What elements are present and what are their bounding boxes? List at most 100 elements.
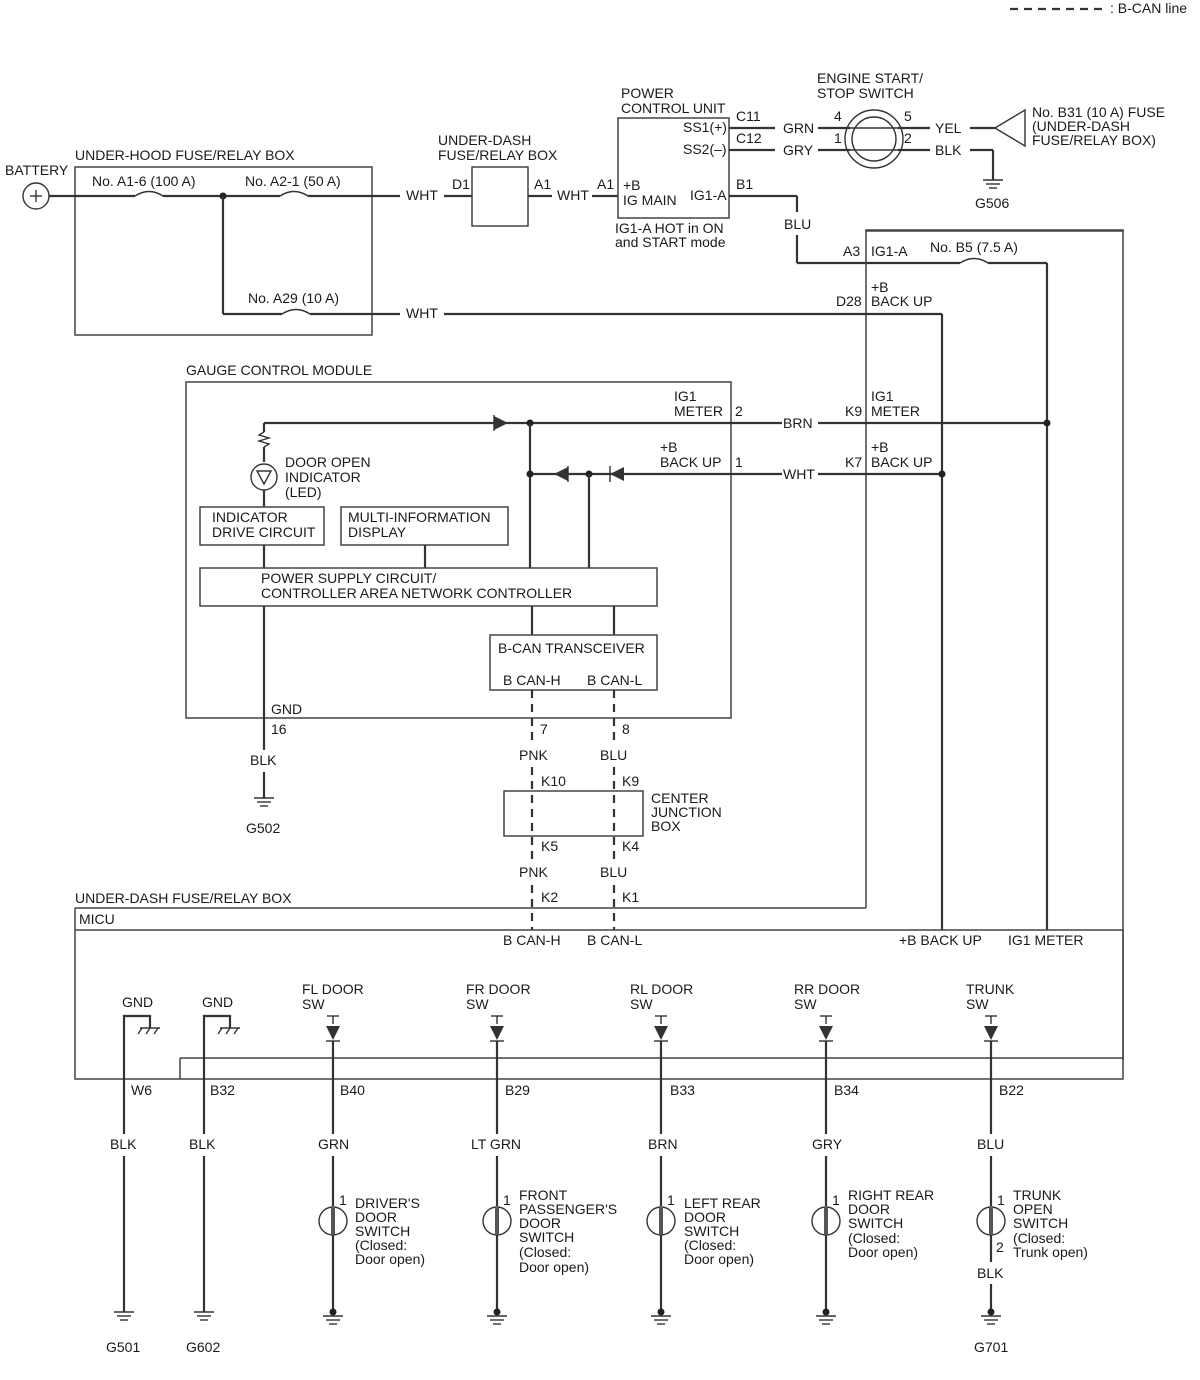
rl-diode-icon xyxy=(654,1026,668,1040)
svg-text:SWITCH: SWITCH xyxy=(848,1215,903,1231)
svg-text:LEFT REAR: LEFT REAR xyxy=(684,1195,761,1211)
trunk-diode-icon xyxy=(984,1026,998,1040)
bcanl-gcm: B CAN-L xyxy=(587,672,642,688)
micu-gnd-2: GND xyxy=(202,994,233,1010)
right-box-top xyxy=(865,229,1124,232)
micu-gnd-1: GND xyxy=(122,994,153,1010)
g502-label: G502 xyxy=(246,820,280,836)
under-dash-top-box xyxy=(471,166,529,227)
wire-grn-b40: GRN xyxy=(318,1136,349,1152)
svg-text:SWITCH: SWITCH xyxy=(519,1229,574,1245)
micu-bcanh: B CAN-H xyxy=(503,932,561,948)
wire-pnk-2: PNK xyxy=(519,864,548,880)
fl-diode-icon xyxy=(326,1026,340,1040)
wire-blu-2: BLU xyxy=(600,747,627,763)
driver-switch-text: DRIVER'S DOOR SWITCH (Closed: Door open) xyxy=(355,1195,425,1267)
fuse-a29-label: No. A29 (10 A) xyxy=(248,290,339,306)
svg-text:DOOR: DOOR xyxy=(684,1209,726,1225)
gcm-bplus: +B xyxy=(660,439,678,455)
pcu-bplus: +B xyxy=(623,177,641,193)
fl-ground-dot xyxy=(329,1308,337,1316)
wire-blk-w6: BLK xyxy=(110,1136,137,1152)
fl-sw-label: SW xyxy=(302,996,325,1012)
fuse-b31-icon xyxy=(993,108,1026,148)
micu-gnd-2-wire xyxy=(202,1014,232,1079)
cjb-line3: BOX xyxy=(651,818,681,834)
wire-wht-4: WHT xyxy=(783,466,815,482)
wire-wht-2: WHT xyxy=(557,187,589,203)
trunk-switch-body xyxy=(989,1208,993,1234)
micu-k1: K1 xyxy=(622,889,639,905)
svg-text:DRIVER'S: DRIVER'S xyxy=(355,1195,420,1211)
rl-sw-label: SW xyxy=(630,996,653,1012)
start-sw-pin4: 4 xyxy=(834,108,842,124)
svg-text:DOOR: DOOR xyxy=(355,1209,397,1225)
svg-text:Door open): Door open) xyxy=(519,1259,589,1275)
gcm-pin1: 1 xyxy=(735,454,743,470)
micu-bcanl: B CAN-L xyxy=(587,932,642,948)
wire-grn: GRN xyxy=(783,120,814,136)
trunk-ground-dot xyxy=(987,1308,995,1316)
trunk-label: TRUNK xyxy=(966,981,1015,997)
mid-2: DISPLAY xyxy=(348,524,407,540)
pcu-c12: C12 xyxy=(736,130,762,146)
trunk-switch-text: TRUNK OPEN SWITCH (Closed: Trunk open) xyxy=(1013,1187,1088,1260)
fuse-b31-line1: No. B31 (10 A) FUSE xyxy=(1032,104,1165,120)
battery-label: BATTERY xyxy=(5,162,69,178)
svg-text:(Closed:: (Closed: xyxy=(355,1237,407,1253)
right-bplus: +B xyxy=(871,279,889,295)
fl-door-label: FL DOOR xyxy=(302,981,364,997)
gcm-pin8: 8 xyxy=(622,721,630,737)
wire-yel: YEL xyxy=(935,120,962,136)
fuse-a21-icon xyxy=(279,190,309,197)
svg-text:OPEN: OPEN xyxy=(1013,1201,1053,1217)
fr-pin1: 1 xyxy=(503,1192,511,1208)
start-sw-pin2: 2 xyxy=(904,130,912,146)
svg-text:DOOR: DOOR xyxy=(848,1201,890,1217)
wire-blk-trunk: BLK xyxy=(977,1265,1004,1281)
fr-door-label: FR DOOR xyxy=(466,981,531,997)
svg-text:(Closed:: (Closed: xyxy=(684,1237,736,1253)
micu-ig1-meter: IG1 METER xyxy=(1008,932,1083,948)
svg-text:PASSENGER'S: PASSENGER'S xyxy=(519,1201,617,1217)
psc-box xyxy=(199,567,658,607)
fr-switch-body xyxy=(495,1208,499,1234)
pin-b22: B22 xyxy=(999,1082,1024,1098)
pin-b29: B29 xyxy=(505,1082,530,1098)
fuse-a29-icon xyxy=(281,308,311,315)
right-ig1a: IG1-A xyxy=(871,243,908,259)
fuse-b31-line3: FUSE/RELAY BOX) xyxy=(1032,132,1156,148)
led-icon xyxy=(250,463,278,491)
ground-g501-icon xyxy=(114,1311,134,1321)
wire-brn-b33: BRN xyxy=(648,1136,678,1152)
fr-sw-label: SW xyxy=(466,996,489,1012)
gcm-title: GAUGE CONTROL MODULE xyxy=(186,362,372,378)
rr-sw-label: SW xyxy=(794,996,817,1012)
rl-ground-dot xyxy=(657,1308,665,1316)
rr-pin1: 1 xyxy=(832,1192,840,1208)
pin-d1: D1 xyxy=(452,176,470,192)
pcu-c11: C11 xyxy=(736,108,761,124)
psc-1: POWER SUPPLY CIRCUIT/ xyxy=(261,570,436,586)
svg-text:RIGHT REAR: RIGHT REAR xyxy=(848,1187,934,1203)
svg-text:DOOR: DOOR xyxy=(519,1215,561,1231)
micu-gnd-1-wire xyxy=(122,1014,152,1079)
gcm-backup: BACK UP xyxy=(660,454,721,470)
fr-ground-dot xyxy=(493,1308,501,1316)
under-dash-top-title1: UNDER-DASH xyxy=(438,132,531,148)
right-bplus-2: +B xyxy=(871,439,889,455)
rl-switch-body xyxy=(659,1208,663,1234)
trunk-pin1: 1 xyxy=(997,1192,1005,1208)
chassis-ground-2-icon xyxy=(217,1027,240,1035)
bcan-tx: B-CAN TRANSCEIVER xyxy=(498,640,645,656)
wire-blk-1: BLK xyxy=(935,142,962,158)
diode-ig1-icon xyxy=(494,416,508,430)
diode-backup-1-icon xyxy=(554,467,568,481)
svg-text:FRONT: FRONT xyxy=(519,1187,568,1203)
left-rear-switch-text: LEFT REAR DOOR SWITCH (Closed: Door open… xyxy=(684,1195,761,1267)
fuse-a16-label: No. A1-6 (100 A) xyxy=(92,173,196,189)
fl-switch-body xyxy=(331,1208,335,1234)
svg-text:(Closed:: (Closed: xyxy=(1013,1230,1065,1246)
bcanh-gcm: B CAN-H xyxy=(503,672,561,688)
start-sw-title2: STOP SWITCH xyxy=(817,85,914,101)
